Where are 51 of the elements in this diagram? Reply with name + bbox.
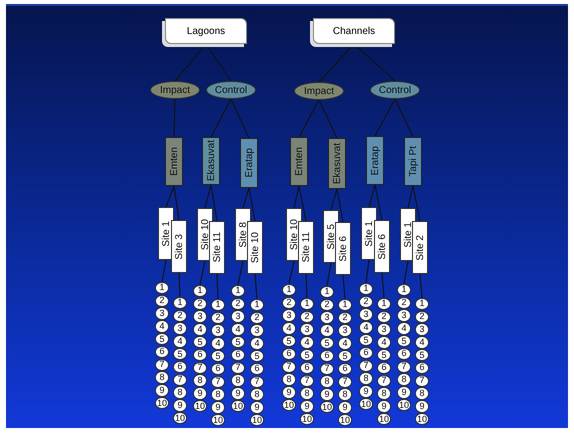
connector-line <box>298 100 320 138</box>
connector-line <box>394 98 414 138</box>
connector-line <box>382 272 384 298</box>
connector-line <box>374 184 382 220</box>
connector-line <box>210 98 232 138</box>
site-box: Site 11 <box>298 221 314 274</box>
connector-line <box>238 260 244 286</box>
connector-line <box>178 272 180 298</box>
connector-line <box>420 274 422 298</box>
location-box: Eratap <box>366 136 384 185</box>
connector-line <box>162 260 166 282</box>
location-box: Emten <box>290 137 308 186</box>
location-box: Ekasuvat <box>328 138 346 189</box>
site-box: Site 3 <box>171 220 187 273</box>
site-box: Site 10 <box>247 221 263 274</box>
connector-line <box>294 186 300 208</box>
connector-line <box>342 274 346 300</box>
location-box: Emten <box>165 137 183 186</box>
site-box: Site 11 <box>209 221 225 274</box>
connector-line <box>166 186 174 208</box>
connector-line <box>404 260 408 284</box>
site-box: Site 2 <box>412 221 428 274</box>
site-box: Site 6 <box>335 222 351 275</box>
connector-line <box>412 186 420 222</box>
connector-line <box>174 98 176 138</box>
connector-line <box>204 184 212 208</box>
connector-line <box>326 262 332 286</box>
connector-line <box>306 274 308 298</box>
scroll-banner: Lagoons <box>165 18 247 44</box>
connector-line <box>336 188 344 222</box>
connector-line <box>248 188 256 222</box>
connector-line <box>318 100 338 138</box>
connector-line <box>216 274 218 300</box>
connector-line <box>200 260 206 286</box>
site-box: Site 6 <box>374 220 390 273</box>
connector-line <box>408 186 414 208</box>
connector-line <box>366 260 370 284</box>
connector-line <box>330 188 338 210</box>
connector-line <box>374 98 396 136</box>
location-box: Eratap <box>240 138 258 188</box>
scroll-banner: Channels <box>313 18 395 44</box>
connector-line <box>288 260 294 284</box>
connector-line <box>174 186 180 220</box>
connector-line <box>230 98 250 138</box>
location-box: Tapi Pt <box>404 137 422 186</box>
connector-line <box>254 274 258 300</box>
connector-line <box>210 184 218 222</box>
connector-line <box>298 186 306 222</box>
connector-line <box>242 188 250 208</box>
location-box: Ekasuvat <box>202 137 220 185</box>
connector-line <box>368 184 376 208</box>
